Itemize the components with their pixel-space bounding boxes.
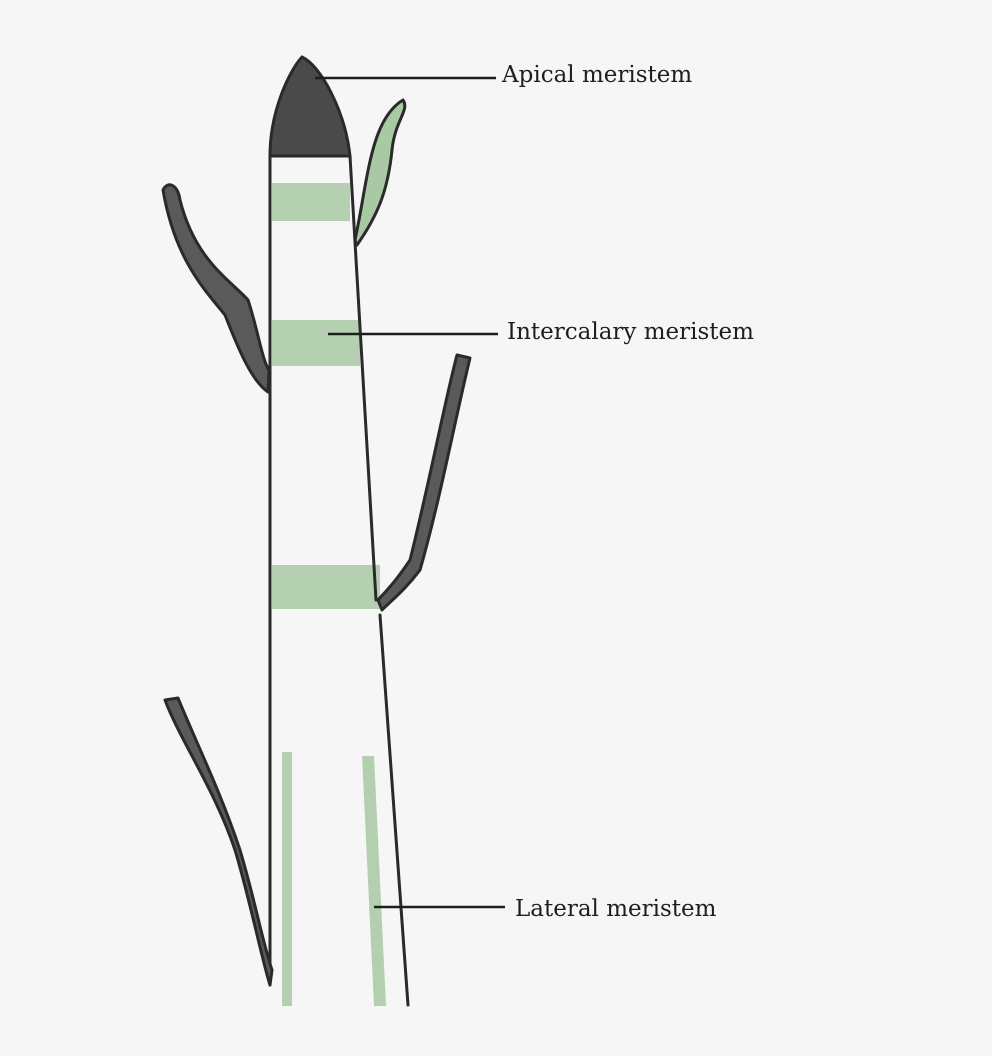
lateral-meristem-strip-right [362,756,386,1006]
intercalary-band-bottom [272,565,380,609]
intercalary-band-top [272,183,350,221]
label-lateral-meristem: Lateral meristem [515,896,717,922]
leaf-middle-right [376,353,472,612]
label-apical-meristem: Apical meristem [502,62,693,88]
leaf-upper-right [353,98,407,247]
lateral-meristem-strip-left [282,752,292,1006]
apical-meristem-tip [268,55,352,158]
leaf-upper-left [161,183,271,394]
label-intercalary-meristem: Intercalary meristem [507,319,754,345]
intercalary-band-middle [272,320,360,366]
leaf-lower-left [163,696,274,987]
